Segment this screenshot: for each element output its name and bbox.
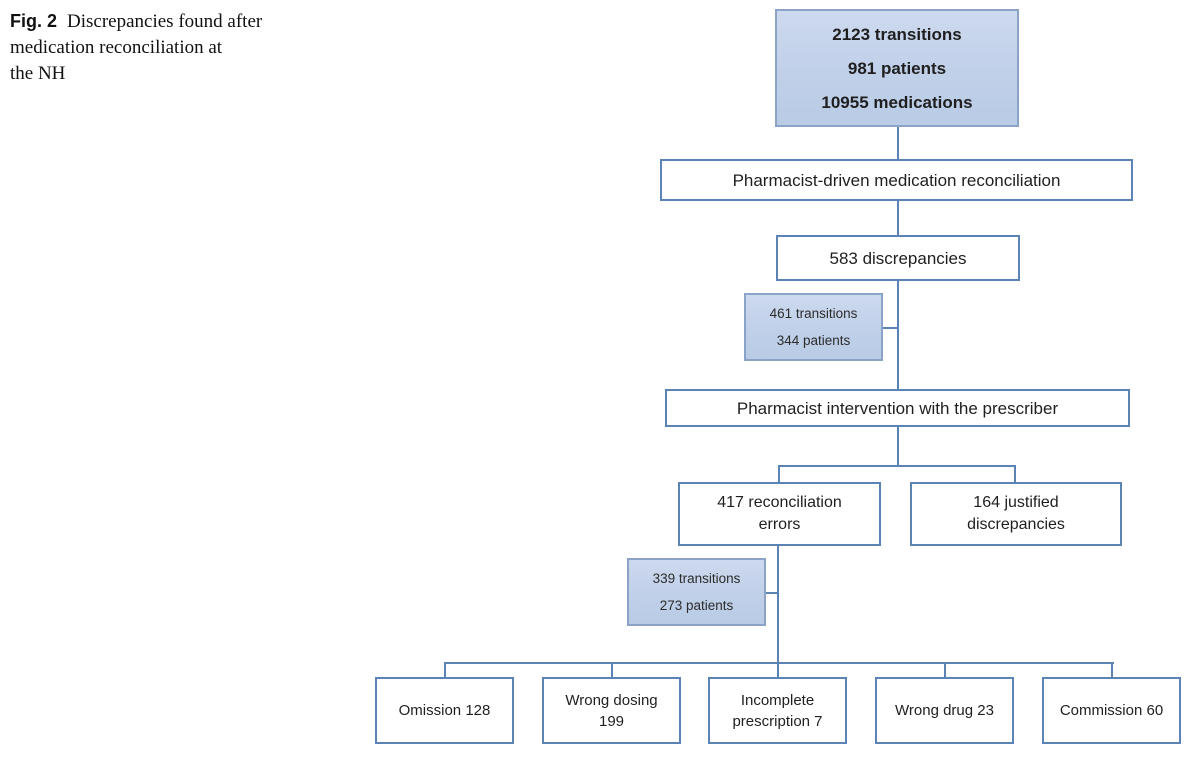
justified-line1: 164 justified <box>973 494 1059 511</box>
connector-reconciliation-to-discrepancies <box>897 201 899 236</box>
connector-leaves-horizontal <box>444 662 1114 664</box>
connector-drop-justified <box>1014 465 1016 482</box>
node-discrepancies: 583 discrepancies <box>776 235 1020 281</box>
node-justified: 164 justified discrepancies <box>910 482 1122 546</box>
connector-discrepancies-to-intervention <box>897 281 899 389</box>
connector-recon-errors-stem <box>777 546 779 664</box>
connector-root-to-reconciliation <box>897 127 899 161</box>
leaf-wrong-dosing-line1: Wrong dosing <box>565 691 658 709</box>
totals-transitions: 2123 transitions <box>832 24 962 44</box>
node-leaf-wrong-drug: Wrong drug 23 <box>875 677 1014 744</box>
connector-drop-leaf-4 <box>944 662 946 677</box>
leaf-commission-line1: Commission 60 <box>1059 702 1164 719</box>
node-recon-errors: 417 reconciliation errors <box>678 482 881 546</box>
connector-339-branch <box>766 592 778 594</box>
figure-caption: Fig. 2 Discrepancies found after medicati… <box>10 8 262 87</box>
justified-line2: discrepancies <box>967 516 1065 533</box>
connector-drop-leaf-3 <box>777 662 779 677</box>
node-leaf-wrong-dosing: Wrong dosing 199 <box>542 677 681 744</box>
transitions-339-line2: 273 patients <box>659 598 734 613</box>
leaf-omission-line1: Omission 128 <box>398 702 491 719</box>
figure-number: Fig. 2 <box>10 11 58 31</box>
caption-line-1: Fig. 2 Discrepancies found after <box>10 8 262 35</box>
transitions-339-line1: 339 transitions <box>652 571 741 586</box>
connector-461-branch <box>883 327 898 329</box>
recon-errors-line1: 417 reconciliation <box>717 494 842 511</box>
connector-split-horizontal <box>778 465 1016 467</box>
node-leaf-omission: Omission 128 <box>375 677 514 744</box>
node-reconciliation: Pharmacist-driven medication reconciliat… <box>660 159 1133 201</box>
caption-line-2: medication reconciliation at <box>10 37 223 58</box>
leaf-wrong-dosing-line2: 199 <box>598 712 625 730</box>
transitions-461-line2: 344 patients <box>776 333 851 348</box>
connector-drop-leaf-5 <box>1111 662 1113 677</box>
leaf-wrong-drug-line1: Wrong drug 23 <box>895 702 994 719</box>
transitions-461-line1: 461 transitions <box>769 306 858 321</box>
connector-drop-recon-errors <box>778 465 780 482</box>
totals-patients: 981 patients <box>847 58 947 78</box>
node-intervention: Pharmacist intervention with the prescri… <box>665 389 1130 427</box>
connector-intervention-stem <box>897 427 899 467</box>
node-transitions-339: 339 transitions 273 patients <box>627 558 766 626</box>
node-transitions-461: 461 transitions 344 patients <box>744 293 883 361</box>
node-leaf-commission: Commission 60 <box>1042 677 1181 744</box>
leaf-incomplete-line2: prescription 7 <box>732 712 823 730</box>
intervention-label: Pharmacist intervention with the prescri… <box>736 398 1059 418</box>
totals-medications: 10955 medications <box>821 92 973 112</box>
connector-drop-leaf-1 <box>444 662 446 677</box>
leaf-incomplete-line1: Incomplete <box>740 691 815 709</box>
caption-text-1: Discrepancies found after <box>67 11 263 32</box>
discrepancies-label: 583 discrepancies <box>829 248 967 268</box>
caption-line-3: the NH <box>10 63 66 84</box>
connector-drop-leaf-2 <box>611 662 613 677</box>
recon-errors-line2: errors <box>758 516 801 533</box>
reconciliation-label: Pharmacist-driven medication reconciliat… <box>732 170 1061 190</box>
node-totals: 2123 transitions 981 patients 10955 medi… <box>775 9 1019 127</box>
node-leaf-incomplete: Incomplete prescription 7 <box>708 677 847 744</box>
